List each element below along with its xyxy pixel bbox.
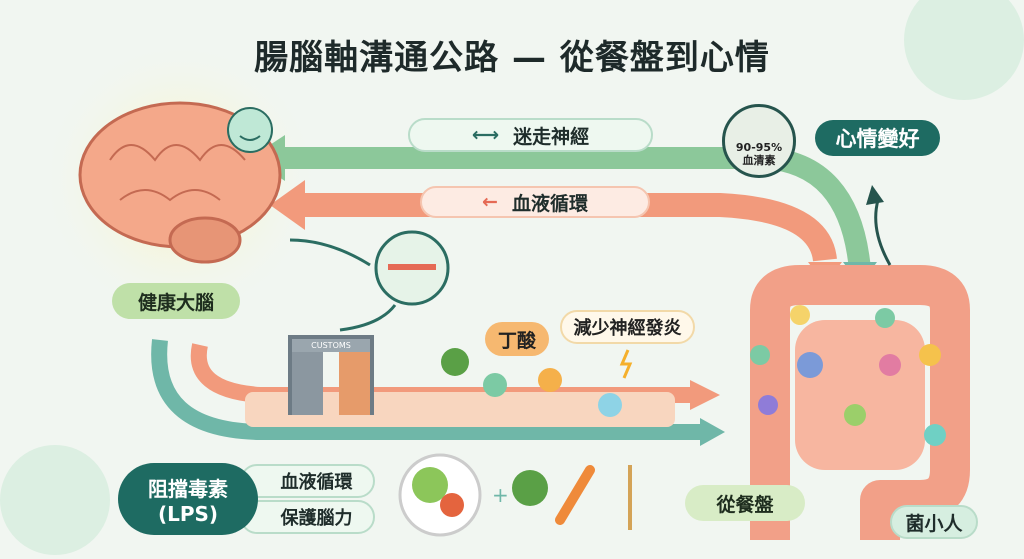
lps-label: (LPS) (157, 501, 219, 526)
broccoli-icon (512, 470, 548, 506)
serotonin-percent: 90-95% (735, 140, 783, 154)
happy-face-icon (227, 107, 273, 153)
customs-gate-icon: CUSTOMS (288, 335, 374, 415)
healthy-brain-label: 健康大腦 (112, 283, 240, 319)
butyrate-bubble: 丁酸 (485, 322, 549, 356)
page-title: 腸腦軸溝通公路 — 從餐盤到心情 (254, 38, 770, 78)
plus-icon: + (492, 483, 509, 507)
microbe-character-icon (750, 345, 770, 365)
cerebellum-icon (168, 216, 242, 264)
smile-icon (239, 135, 261, 141)
blood-circulation-text: 血液循環 (511, 192, 588, 215)
microbes-label: 菌小人 (890, 505, 978, 539)
from-plate-label: 從餐盤 (685, 485, 805, 521)
vagus-nerve-label: ⟷ 迷走神經 (408, 118, 653, 152)
customs-label: CUSTOMS (292, 339, 370, 352)
arrowhead-icon (690, 380, 720, 410)
broccoli-character-icon (441, 348, 469, 376)
arrow-to-brain (289, 238, 371, 267)
up-arrow (874, 199, 892, 266)
tomato-icon (440, 493, 464, 517)
small-intestine-icon (795, 320, 925, 470)
block-toxins-badge: 阻擋毒素 (LPS) (118, 463, 258, 535)
blood-circulation-arrow (300, 193, 837, 263)
arrowhead-icon (270, 180, 305, 230)
brain-folds (109, 144, 246, 202)
microbe-character-icon (758, 395, 778, 415)
corner-blob (904, 0, 1024, 100)
left-arrow-icon: ← (482, 191, 498, 213)
serotonin-factory-icon: 90-95% 血清素 (722, 104, 796, 178)
arrowhead-icon (700, 418, 725, 446)
microbe-character-icon (875, 308, 895, 328)
mood-better-badge: 心情變好 (815, 120, 940, 156)
microbe-character-icon (919, 344, 941, 366)
serotonin-label: 血清素 (742, 153, 776, 167)
blood-circulation-label: ← 血液循環 (420, 186, 650, 218)
microbe-character-icon (924, 424, 946, 446)
microbe-character-icon (797, 352, 823, 378)
barrier-item: 保護腦力 (240, 500, 375, 534)
arrow-to-customs (339, 304, 397, 332)
lightning-icon (619, 349, 633, 379)
block-toxins-title: 阻擋毒素 (148, 476, 228, 501)
barrier-bar (388, 264, 436, 270)
lettuce-icon (412, 467, 448, 503)
colon-icon (750, 265, 970, 540)
carrot-icon (555, 465, 595, 525)
double-arrow-icon: ⟷ (471, 124, 500, 146)
microbe-character-icon (790, 305, 810, 325)
arrowhead-icon (866, 185, 884, 205)
microbe-character-icon (844, 404, 866, 426)
butyrate-character-icon (538, 368, 562, 392)
vagus-nerve-text: 迷走神經 (513, 125, 590, 148)
microbe-character-icon (483, 373, 507, 397)
gut-to-brain-arrow-2 (151, 339, 700, 440)
barrier-item: 血液循環 (240, 464, 375, 498)
droplet-character-icon (598, 393, 622, 417)
microbe-character-icon (879, 354, 901, 376)
reduce-inflammation-label: 減少神經發炎 (560, 310, 695, 344)
corner-blob (0, 445, 110, 555)
